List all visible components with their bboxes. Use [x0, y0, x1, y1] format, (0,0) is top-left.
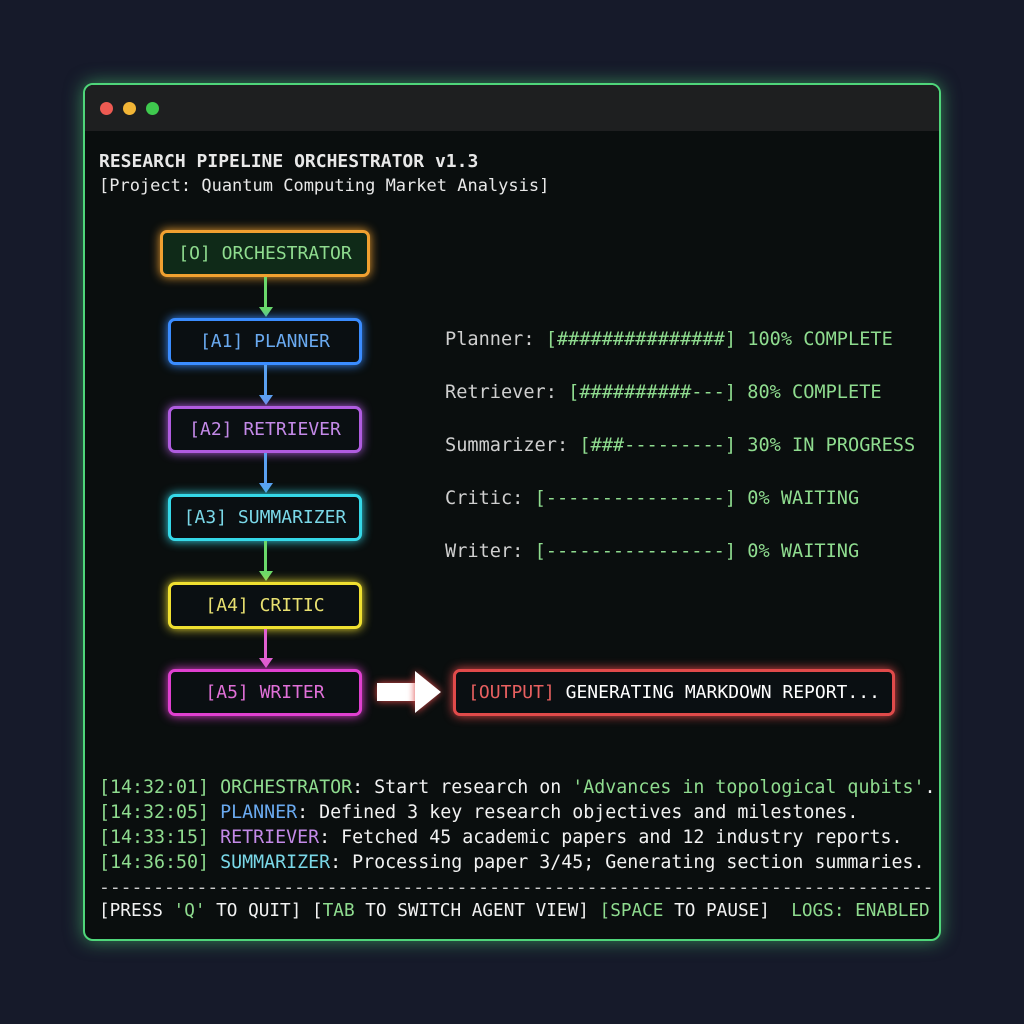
log-time: [14:33:15]	[99, 827, 210, 848]
node-label: [A5] WRITER	[205, 682, 325, 703]
log-line: [14:32:01] ORCHESTRATOR: Start research …	[99, 777, 936, 798]
log-line: [14:32:05] PLANNER: Defined 3 key resear…	[99, 802, 858, 823]
log-line: [14:36:50] SUMMARIZER: Processing paper …	[99, 852, 924, 873]
progress-row: Critic: [----------------] 0% WAITING	[445, 488, 859, 509]
log-time: [14:32:05]	[99, 802, 210, 823]
agent-name: Summarizer:	[445, 435, 580, 456]
title-bar	[85, 85, 939, 131]
footer-hints: [PRESS 'Q' TO QUIT] [TAB TO SWITCH AGENT…	[99, 901, 930, 921]
connector-line	[264, 365, 267, 396]
progress-status: 0% WAITING	[736, 488, 860, 509]
tab-key: TAB	[322, 901, 355, 921]
node-label: [A2] RETRIEVER	[189, 419, 341, 440]
node-label: [A4] CRITIC	[205, 595, 325, 616]
arrow-down-icon	[259, 483, 273, 493]
hint-text: TO PAUSE]	[663, 901, 770, 921]
arrow-down-icon	[259, 571, 273, 581]
progress-row: Planner: [###############] 100% COMPLETE	[445, 329, 893, 350]
hint-text: TO QUIT]	[205, 901, 312, 921]
log-agent: RETRIEVER	[220, 827, 320, 848]
progress-bar: [##########---]	[568, 382, 737, 403]
minimize-button[interactable]	[123, 102, 136, 115]
output-arrow-icon	[415, 671, 441, 713]
progress-status: 100% COMPLETE	[736, 329, 893, 350]
arrow-down-icon	[259, 658, 273, 668]
log-time: [14:36:50]	[99, 852, 210, 873]
hint-text: [	[599, 901, 611, 921]
node-orchestrator[interactable]: [O] ORCHESTRATOR	[160, 230, 370, 277]
progress-bar: [###---------]	[579, 435, 737, 456]
progress-row: Writer: [----------------] 0% WAITING	[445, 541, 859, 562]
output-box: [OUTPUT] GENERATING MARKDOWN REPORT...	[453, 669, 895, 716]
output-arrow-shaft	[377, 683, 417, 701]
log-agent: ORCHESTRATOR	[220, 777, 353, 798]
node-label: [A1] PLANNER	[199, 331, 331, 352]
progress-bar: [----------------]	[534, 488, 737, 509]
agent-name: Writer:	[445, 541, 535, 562]
log-message: : Fetched 45 academic papers and 12 indu…	[319, 827, 903, 848]
log-agent: SUMMARIZER	[220, 852, 331, 873]
node-writer[interactable]: [A5] WRITER	[168, 669, 362, 716]
project-subtitle: [Project: Quantum Computing Market Analy…	[99, 176, 550, 196]
space-key: SPACE	[610, 901, 664, 921]
close-button[interactable]	[100, 102, 113, 115]
hint-text: [PRESS	[99, 901, 174, 921]
log-message: : Defined 3 key research objectives and …	[297, 802, 859, 823]
maximize-button[interactable]	[146, 102, 159, 115]
progress-row: Retriever: [##########---] 80% COMPLETE	[445, 382, 882, 403]
progress-bar: [----------------]	[534, 541, 737, 562]
divider: ----------------------------------------…	[99, 877, 934, 898]
log-end: .	[924, 777, 936, 798]
agent-name: Retriever:	[445, 382, 569, 403]
node-summarizer[interactable]: [A3] SUMMARIZER	[168, 494, 362, 541]
connector-line	[264, 629, 267, 659]
logs-status: LOGS: ENABLED	[769, 901, 930, 921]
log-agent: PLANNER	[220, 802, 298, 823]
node-retriever[interactable]: [A2] RETRIEVER	[168, 406, 362, 453]
app-title: RESEARCH PIPELINE ORCHESTRATOR v1.3	[99, 151, 479, 172]
progress-status: 80% COMPLETE	[736, 382, 882, 403]
agent-name: Planner:	[445, 329, 546, 350]
output-text: GENERATING MARKDOWN REPORT...	[554, 682, 880, 703]
progress-row: Summarizer: [###---------] 30% IN PROGRE…	[445, 435, 915, 456]
node-label: [A3] SUMMARIZER	[183, 507, 347, 528]
arrow-down-icon	[259, 395, 273, 405]
connector-line	[264, 453, 267, 484]
log-line: [14:33:15] RETRIEVER: Fetched 45 academi…	[99, 827, 902, 848]
output-tag: [OUTPUT]	[468, 682, 555, 703]
quit-key: 'Q'	[173, 901, 206, 921]
log-message: : Processing paper 3/45; Generating sect…	[330, 852, 925, 873]
node-label: [O] ORCHESTRATOR	[178, 243, 352, 264]
arrow-down-icon	[259, 307, 273, 317]
terminal-window: RESEARCH PIPELINE ORCHESTRATOR v1.3 [Pro…	[83, 83, 941, 941]
log-time: [14:32:01]	[99, 777, 210, 798]
progress-bar: [###############]	[545, 329, 737, 350]
log-quote: 'Advances in topological qubits'	[572, 777, 925, 798]
hint-text: [	[312, 901, 323, 921]
log-message: : Start research on	[352, 777, 573, 798]
hint-text: TO SWITCH AGENT VIEW]	[354, 901, 600, 921]
connector-line	[264, 277, 267, 308]
progress-status: 30% IN PROGRESS	[736, 435, 916, 456]
connector-line	[264, 541, 267, 572]
node-critic[interactable]: [A4] CRITIC	[168, 582, 362, 629]
node-planner[interactable]: [A1] PLANNER	[168, 318, 362, 365]
agent-name: Critic:	[445, 488, 535, 509]
progress-status: 0% WAITING	[736, 541, 860, 562]
